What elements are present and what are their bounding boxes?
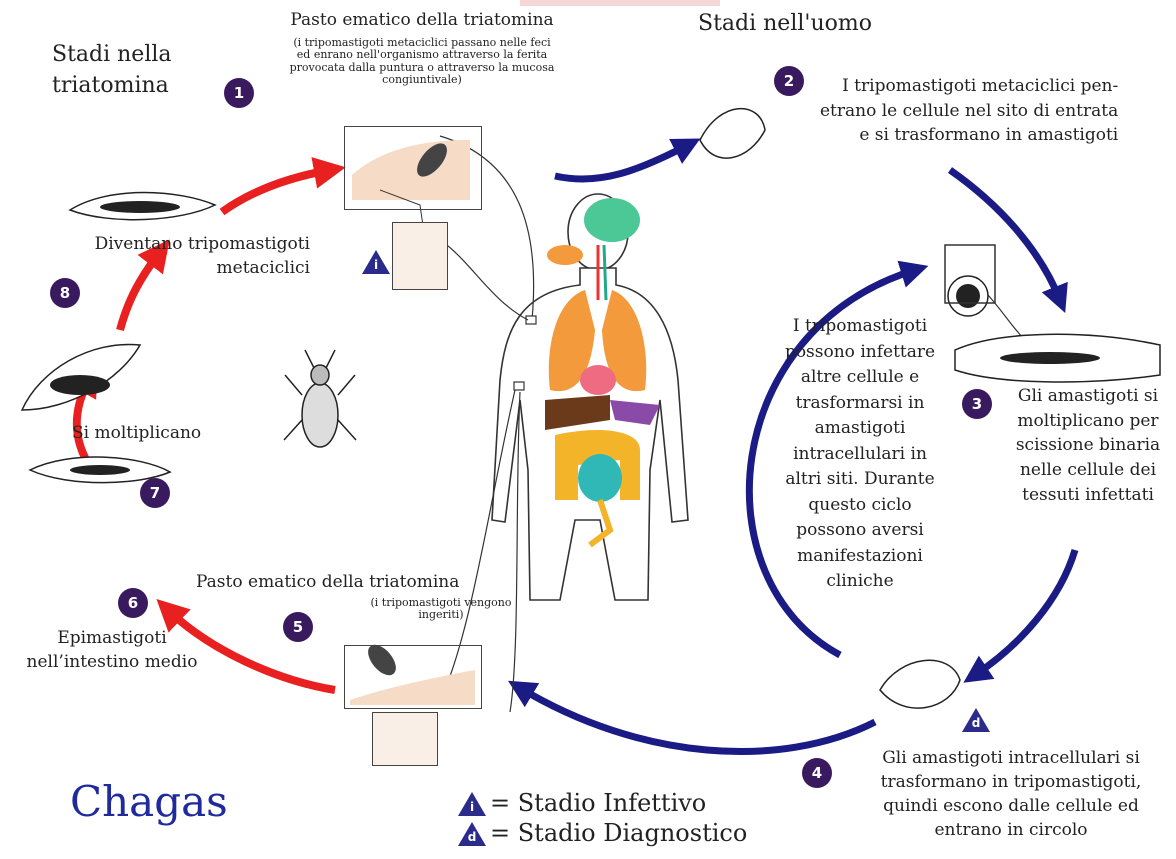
step-4-badge: 4	[802, 758, 832, 788]
step5-inset	[372, 712, 438, 766]
step1-inset	[392, 222, 448, 290]
step-1-title: Pasto ematico della triatomina	[262, 11, 582, 30]
step-8-badge: 8	[50, 278, 80, 308]
legend-infective-icon: i	[458, 792, 486, 816]
step5-box	[344, 645, 482, 709]
human-stages-heading: Stadi nell'uomo	[698, 12, 872, 37]
reinfection-text: I tripomastigoti possono infettare altre…	[760, 314, 960, 595]
legend-diagnostic-icon: d	[458, 822, 486, 846]
triatomine-bug	[284, 350, 356, 447]
step-7-badge: 7	[140, 478, 170, 508]
step-1-note: (i tripomastigoti metaciclici passano ne…	[254, 37, 590, 86]
step-2-badge: 2	[774, 66, 804, 96]
arrow-4-to-5	[520, 688, 875, 752]
step-7-text: Si moltiplicano	[72, 424, 201, 443]
legend-infective-label: = Stadio Infettivo	[490, 790, 706, 817]
step-2-text: I tripomastigoti metaciclici pen- etrano…	[820, 74, 1118, 148]
legend-diagnostic-label: = Stadio Diagnostico	[490, 820, 747, 847]
arrow-1-to-2	[555, 145, 688, 179]
step-5-title: Pasto ematico della triatomina	[196, 573, 459, 592]
step-5-note: (i tripomastigoti vengono ingeriti)	[366, 597, 516, 622]
step-3-text: Gli amastigoti si moltiplicano per sciss…	[1000, 384, 1176, 507]
step-3-badge: 3	[962, 389, 992, 419]
diagnostic-stage-marker: d	[962, 708, 990, 732]
step-8-text: Diventano tripomastigoti metaciclici	[50, 233, 310, 281]
arrow-8-to-1	[222, 170, 330, 212]
infective-stage-marker: i	[362, 250, 390, 274]
step-6-badge: 6	[118, 588, 148, 618]
step-4-text: Gli amastigoti intracellulari si trasfor…	[846, 746, 1176, 843]
step1-box	[344, 126, 482, 210]
bug-stages-heading: Stadi nella triatomina	[52, 40, 172, 102]
arrow-3-to-4	[975, 550, 1075, 675]
step-5-badge: 5	[283, 612, 313, 642]
chagas-title: Chagas	[70, 778, 228, 825]
step-6-text: Epimastigoti nell’intestino medio	[12, 627, 212, 675]
step-1-badge: 1	[224, 78, 254, 108]
